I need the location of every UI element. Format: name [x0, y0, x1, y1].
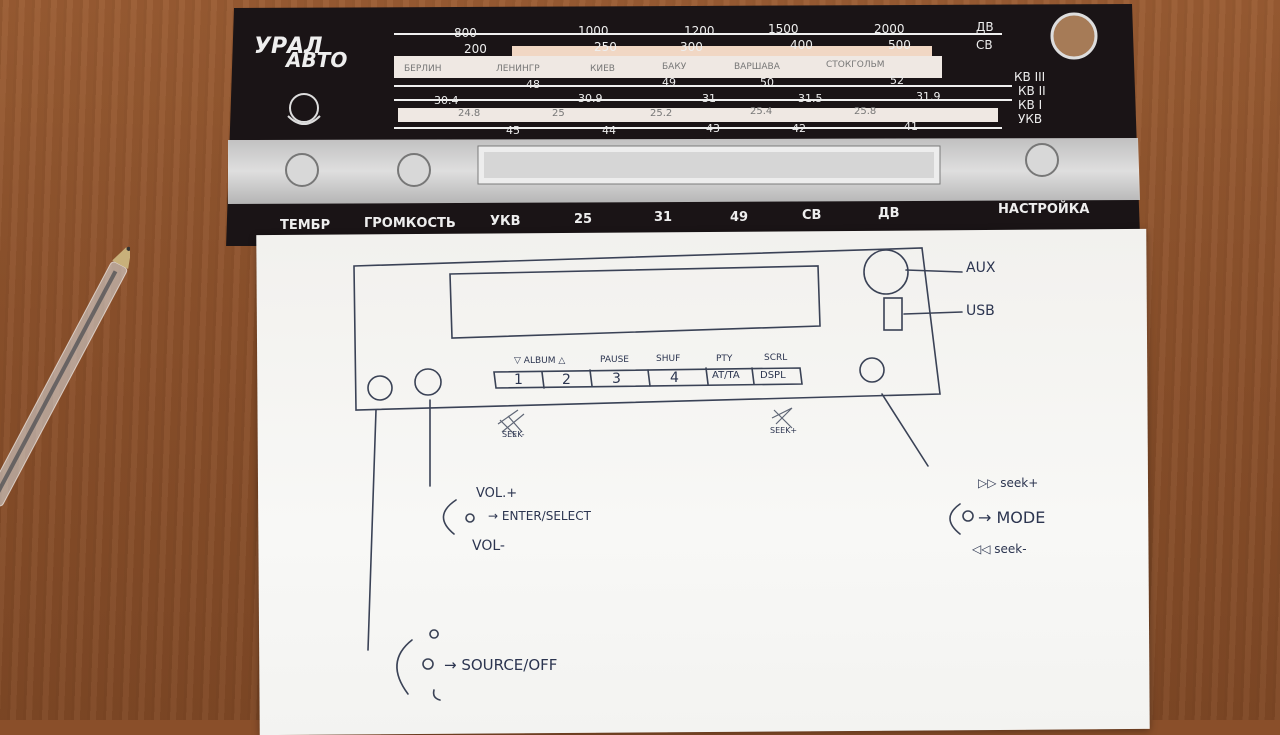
kv2-scale-2: 30.9: [578, 92, 603, 105]
kv2-scale-3: 31: [702, 92, 716, 105]
lw-scale-3: 300: [680, 40, 703, 54]
preset-button-4: 4: [670, 370, 679, 386]
preset-button-2: 2: [562, 372, 571, 388]
scribbled-seek-plus: SEEK+: [770, 426, 798, 435]
ukv-scale-3: 43: [706, 122, 720, 135]
band-label-kv1: КВ I: [1018, 98, 1043, 112]
kv1-scale-4: 25.4: [750, 106, 773, 117]
label-dv: ДВ: [878, 206, 900, 221]
kv2-scale-4: 31.5: [798, 92, 823, 105]
ukv-scale-1: 45: [506, 124, 520, 137]
aux-label: AUX: [966, 260, 996, 276]
pen: [0, 246, 130, 507]
mw-scale-5: 2000: [874, 22, 905, 36]
kv1-scale-2: 25: [552, 108, 565, 119]
preset-button-1: 1: [514, 372, 523, 388]
station-6: СТОКГОЛЬМ: [826, 60, 885, 70]
enter-select-label: → ENTER/SELECT: [488, 509, 591, 523]
lw-scale-2: 250: [594, 40, 617, 54]
kv3-scale-2: 49: [662, 76, 676, 89]
pause-label: PAUSE: [600, 355, 629, 365]
vol-minus-label: VOL-: [472, 538, 505, 554]
preset-button-3: 3: [612, 371, 621, 387]
pty-label: PTY: [716, 354, 733, 364]
label-25: 25: [574, 212, 593, 227]
shuf-label: SHUF: [656, 354, 681, 364]
source-off-label: → SOURCE/OFF: [444, 656, 558, 674]
label-tuning: НАСТРОЙКА: [998, 202, 1090, 217]
mw-scale-3: 1200: [684, 24, 715, 38]
mw-scale-4: 1500: [768, 22, 799, 36]
kv3-scale-3: 50: [760, 76, 774, 89]
scribbled-seek-minus: SEEK-: [502, 430, 525, 439]
lw-scale-1: 200: [464, 42, 487, 56]
band-label-sv: СВ: [976, 38, 993, 52]
kv1-scale-1: 24.8: [458, 108, 481, 119]
kv3-scale-4: 52: [890, 74, 904, 87]
dspl-button: DSPL: [760, 370, 786, 381]
mw-scale-1: 800: [454, 26, 477, 40]
station-3: КИЕВ: [590, 64, 615, 74]
kv2-scale-1: 30.4: [434, 94, 459, 107]
label-sv: СВ: [802, 208, 822, 223]
seek-plus-label: ▷▷ seek+: [978, 476, 1039, 490]
label-31: 31: [654, 210, 673, 225]
seek-minus-label: ◁◁ seek-: [972, 542, 1027, 556]
ukv-scale-4: 42: [792, 122, 806, 135]
lw-scale-4: 400: [790, 38, 813, 52]
kv2-scale-5: 31.9: [916, 90, 941, 103]
band-label-kv3: КВ III: [1014, 70, 1046, 84]
usb-label: USB: [966, 303, 995, 319]
kv3-scale-1: 48: [526, 78, 540, 91]
mode-label: → MODE: [978, 508, 1046, 527]
sketch-drawing: [353, 247, 974, 701]
lw-scale-5: 500: [888, 38, 911, 52]
label-ukv: УКВ: [490, 214, 521, 229]
station-5: ВАРШАВА: [734, 62, 780, 72]
band-label-dv: ДВ: [976, 20, 994, 34]
station-2: ЛЕНИНГР: [496, 64, 540, 74]
scrl-label: SCRL: [764, 353, 788, 363]
station-1: БЕРЛИН: [404, 64, 442, 74]
mw-scale-2: 1000: [578, 24, 609, 38]
kv1-scale-3: 25.2: [650, 108, 673, 119]
at-ta-button: AT/TA: [712, 370, 740, 381]
station-4: БАКУ: [662, 62, 687, 72]
brand-logo-bottom: АВТО: [286, 48, 348, 72]
band-label-kv2: КВ II: [1018, 84, 1046, 98]
vol-plus-label: VOL.+: [476, 486, 518, 501]
kv1-scale-5: 25.8: [854, 106, 877, 117]
label-49: 49: [730, 210, 749, 225]
label-tembr: ТЕМБР: [280, 218, 331, 233]
brand-logo-top: УРАЛ: [254, 34, 323, 59]
ukv-scale-5: 41: [904, 120, 918, 133]
ukv-scale-2: 44: [602, 124, 616, 137]
radio-front-panel: УРАЛ АВТО 800 1000 1200 1500 2000 200 25…: [222, 4, 1142, 246]
label-volume: ГРОМКОСТЬ: [364, 216, 456, 231]
album-label: ▽ ALBUM △: [514, 356, 566, 366]
band-label-ukv: УКВ: [1018, 112, 1043, 126]
